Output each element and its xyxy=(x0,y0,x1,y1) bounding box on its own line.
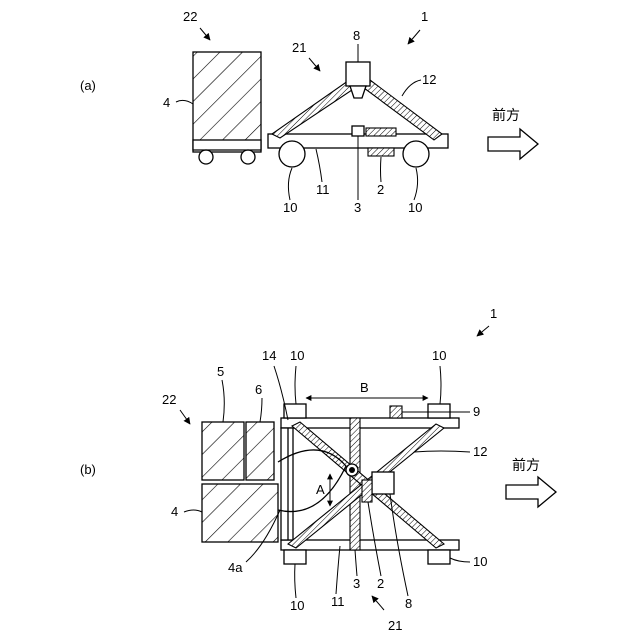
label-21: 21 xyxy=(292,40,306,55)
label-21-b: 21 xyxy=(388,618,402,633)
left-frame xyxy=(281,428,293,540)
label-B: B xyxy=(360,380,369,395)
center-bar-3 xyxy=(350,418,360,550)
label-10-tl: 10 xyxy=(290,348,304,363)
camera-8-body xyxy=(346,62,370,86)
label-12-b: 12 xyxy=(473,444,487,459)
joint-ring-center xyxy=(349,467,355,473)
cart-22-top xyxy=(202,422,278,542)
caster-left xyxy=(199,150,213,164)
forward-arrow-a xyxy=(488,129,538,159)
wheel-10-left xyxy=(279,141,305,167)
sensor-9 xyxy=(390,406,402,418)
label-2: 2 xyxy=(377,182,384,197)
label-1-b: 1 xyxy=(490,306,497,321)
sensor-3 xyxy=(352,126,364,136)
actuator-top xyxy=(366,128,396,136)
label-3: 3 xyxy=(354,200,361,215)
wheel-10-br xyxy=(428,550,450,564)
actuator-2-top xyxy=(362,480,372,502)
label-4: 4 xyxy=(163,95,170,110)
label-4a: 4a xyxy=(228,560,243,575)
panel-b-label: (b) xyxy=(80,462,96,477)
wheel-10-right xyxy=(403,141,429,167)
label-12: 12 xyxy=(422,72,436,87)
label-22-b: 22 xyxy=(162,392,176,407)
dimension-A: A xyxy=(316,474,330,506)
label-3-b: 3 xyxy=(353,576,360,591)
panel-a-label: (a) xyxy=(80,78,96,93)
label-1: 1 xyxy=(421,9,428,24)
label-11: 11 xyxy=(316,182,330,197)
label-8-b: 8 xyxy=(405,596,412,611)
load-4 xyxy=(202,484,278,542)
camera-8-lens xyxy=(350,86,366,98)
label-10-right: 10 xyxy=(408,200,422,215)
box-6 xyxy=(246,422,274,480)
label-11-b: 11 xyxy=(331,594,345,609)
caster-right xyxy=(241,150,255,164)
label-10-br: 10 xyxy=(473,554,487,569)
label-A: A xyxy=(316,482,325,497)
label-2-b: 2 xyxy=(377,576,384,591)
camera-8-top xyxy=(372,472,394,494)
label-5: 5 xyxy=(217,364,224,379)
label-10-bl: 10 xyxy=(290,598,304,613)
cart-22-side xyxy=(193,52,261,164)
vehicle-1-top xyxy=(278,404,459,564)
label-14: 14 xyxy=(262,348,276,363)
actuator-2 xyxy=(368,148,394,156)
wheel-10-tr xyxy=(428,404,450,418)
dimension-B: B xyxy=(306,380,428,398)
forward-arrow-b xyxy=(506,477,556,507)
load-4-box xyxy=(193,52,261,150)
box-5 xyxy=(202,422,244,480)
label-10-left: 10 xyxy=(283,200,297,215)
forward-label-a: 前方 xyxy=(492,107,520,124)
label-9: 9 xyxy=(473,404,480,419)
figure-a: (a) 22 1 xyxy=(80,9,538,215)
figure-b: (b) xyxy=(80,306,556,633)
wheel-10-bl xyxy=(284,550,306,564)
label-6: 6 xyxy=(255,382,262,397)
label-4-b: 4 xyxy=(171,504,178,519)
label-22: 22 xyxy=(183,9,197,24)
forward-label-b: 前方 xyxy=(512,457,540,474)
label-8: 8 xyxy=(353,28,360,43)
label-10-tr: 10 xyxy=(432,348,446,363)
